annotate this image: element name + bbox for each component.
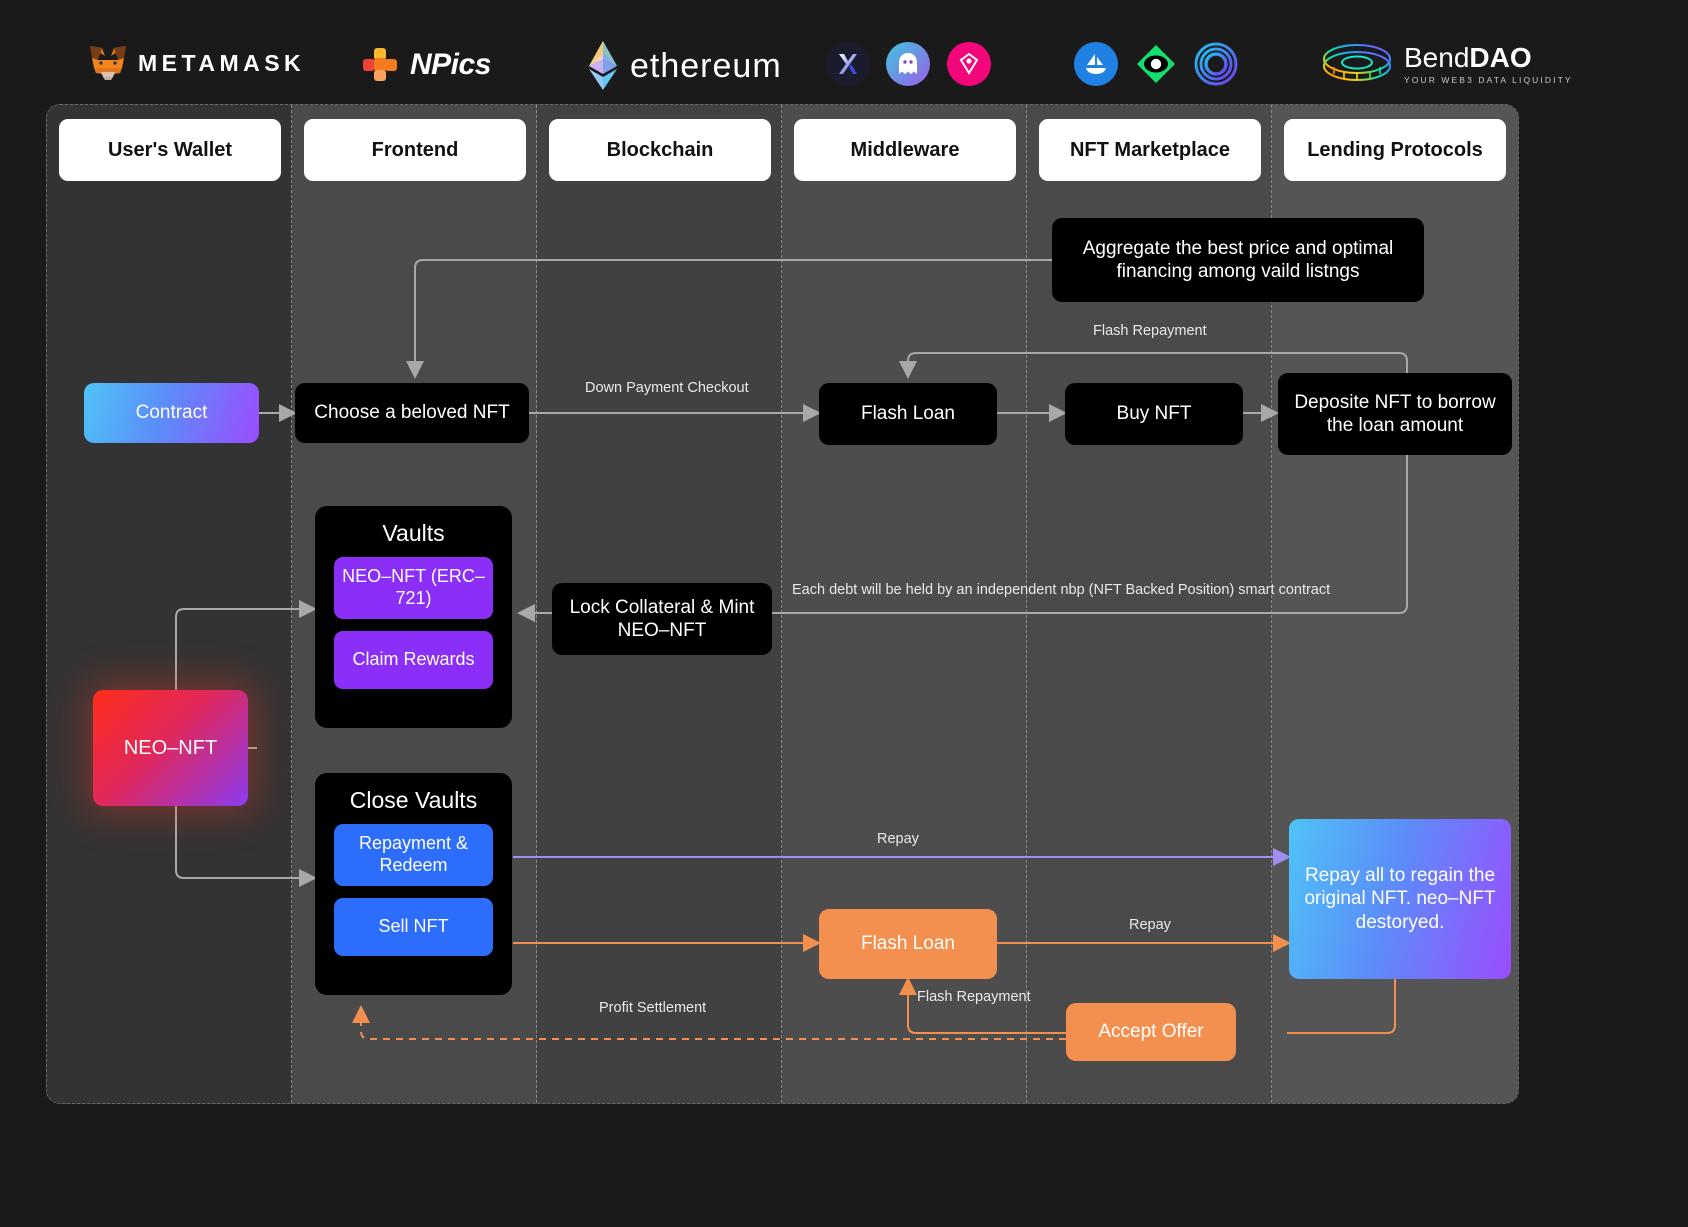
benddao-torus-icon xyxy=(1323,44,1391,81)
ethereum-logo: ethereum xyxy=(586,40,782,92)
node-flash-loan-top[interactable]: Flash Loan xyxy=(819,383,997,445)
node-flash-loan-bottom[interactable]: Flash Loan xyxy=(819,909,997,979)
gem-logo xyxy=(1134,42,1178,86)
node-accept-offer[interactable]: Accept Offer xyxy=(1066,1003,1236,1061)
lane-users-wallet xyxy=(47,105,292,1103)
lane-header-frontend[interactable]: Frontend xyxy=(304,119,526,181)
group-vaults: Vaults NEO–NFT (ERC–721) Claim Rewards xyxy=(315,506,512,728)
node-repay-all[interactable]: Repay all to regain the original NFT. ne… xyxy=(1289,819,1511,979)
note-aggregate-best-price: Aggregate the best price and optimal fin… xyxy=(1052,218,1424,302)
ethereum-diamond-icon xyxy=(589,41,617,90)
group-vaults-title: Vaults xyxy=(382,520,445,546)
benddao-wordmark: BendDAO xyxy=(1404,41,1573,73)
ghost-markets-logo xyxy=(886,42,930,86)
edge-label-down-payment: Down Payment Checkout xyxy=(585,380,749,396)
edge-label-flash-repayment-bottom: Flash Repayment xyxy=(917,989,1031,1005)
close-item-repayment-redeem[interactable]: Repayment & Redeem xyxy=(334,824,493,886)
edge-label-profit-settlement: Profit Settlement xyxy=(599,1000,707,1016)
lane-header-users-wallet[interactable]: User's Wallet xyxy=(59,119,281,181)
metamask-fox-icon xyxy=(90,46,126,80)
lane-header-lending-protocols[interactable]: Lending Protocols xyxy=(1284,119,1506,181)
node-buy-nft[interactable]: Buy NFT xyxy=(1065,383,1243,445)
lane-header-middleware[interactable]: Middleware xyxy=(794,119,1016,181)
lane-header-blockchain[interactable]: Blockchain xyxy=(549,119,771,181)
ethereum-wordmark: ethereum xyxy=(630,46,782,85)
node-choose-nft[interactable]: Choose a beloved NFT xyxy=(295,383,529,443)
group-close-vaults: Close Vaults Repayment & Redeem Sell NFT xyxy=(315,773,512,995)
node-lock-collateral[interactable]: Lock Collateral & Mint NEO–NFT xyxy=(552,583,772,655)
npics-logo: NPics xyxy=(360,46,491,84)
group-close-vaults-title: Close Vaults xyxy=(349,787,478,813)
rings-icon xyxy=(1194,42,1238,86)
gem-eye-icon xyxy=(1137,45,1175,83)
benddao-tagline: YOUR WEB3 DATA LIQUIDITY xyxy=(1404,74,1573,85)
looksrare-diamond-icon xyxy=(959,52,979,75)
x2y2-x-icon xyxy=(839,54,857,74)
blur-logo xyxy=(1194,42,1238,86)
swimlane-diagram: User's Wallet Frontend Blockchain Middle… xyxy=(46,104,1519,1104)
partner-logo-bar: METAMASK NPics xyxy=(0,0,1688,108)
ghost-icon xyxy=(899,53,917,74)
npics-mark-icon xyxy=(363,48,397,81)
edge-label-flash-repayment-top: Flash Repayment xyxy=(1093,323,1207,339)
edge-label-repay-purple: Repay xyxy=(877,831,919,847)
node-contract[interactable]: Contract xyxy=(84,383,259,443)
edge-label-repay-orange: Repay xyxy=(1129,917,1171,933)
metamask-wordmark: METAMASK xyxy=(138,49,306,76)
looksrare-logo xyxy=(947,42,991,86)
npics-wordmark: NPics xyxy=(410,48,491,81)
close-item-sell-nft[interactable]: Sell NFT xyxy=(334,898,493,956)
metamask-logo: METAMASK xyxy=(88,44,305,82)
benddao-name-light: Bend xyxy=(1404,41,1470,73)
node-neo-nft[interactable]: NEO–NFT xyxy=(93,690,248,806)
benddao-name-bold: DAO xyxy=(1469,41,1532,73)
lane-header-nft-marketplace[interactable]: NFT Marketplace xyxy=(1039,119,1261,181)
vault-item-claim-rewards[interactable]: Claim Rewards xyxy=(334,631,493,689)
benddao-logo: BendDAO YOUR WEB3 DATA LIQUIDITY xyxy=(1320,40,1573,88)
edge-label-nbp-note: Each debt will be held by an independent… xyxy=(792,582,1331,598)
x2y2-logo xyxy=(826,42,870,86)
opensea-logo xyxy=(1074,42,1118,86)
vault-item-neo-nft-erc721[interactable]: NEO–NFT (ERC–721) xyxy=(334,557,493,619)
node-deposit-nft[interactable]: Deposite NFT to borrow the loan amount xyxy=(1278,373,1512,455)
opensea-sailboat-icon xyxy=(1086,54,1106,74)
